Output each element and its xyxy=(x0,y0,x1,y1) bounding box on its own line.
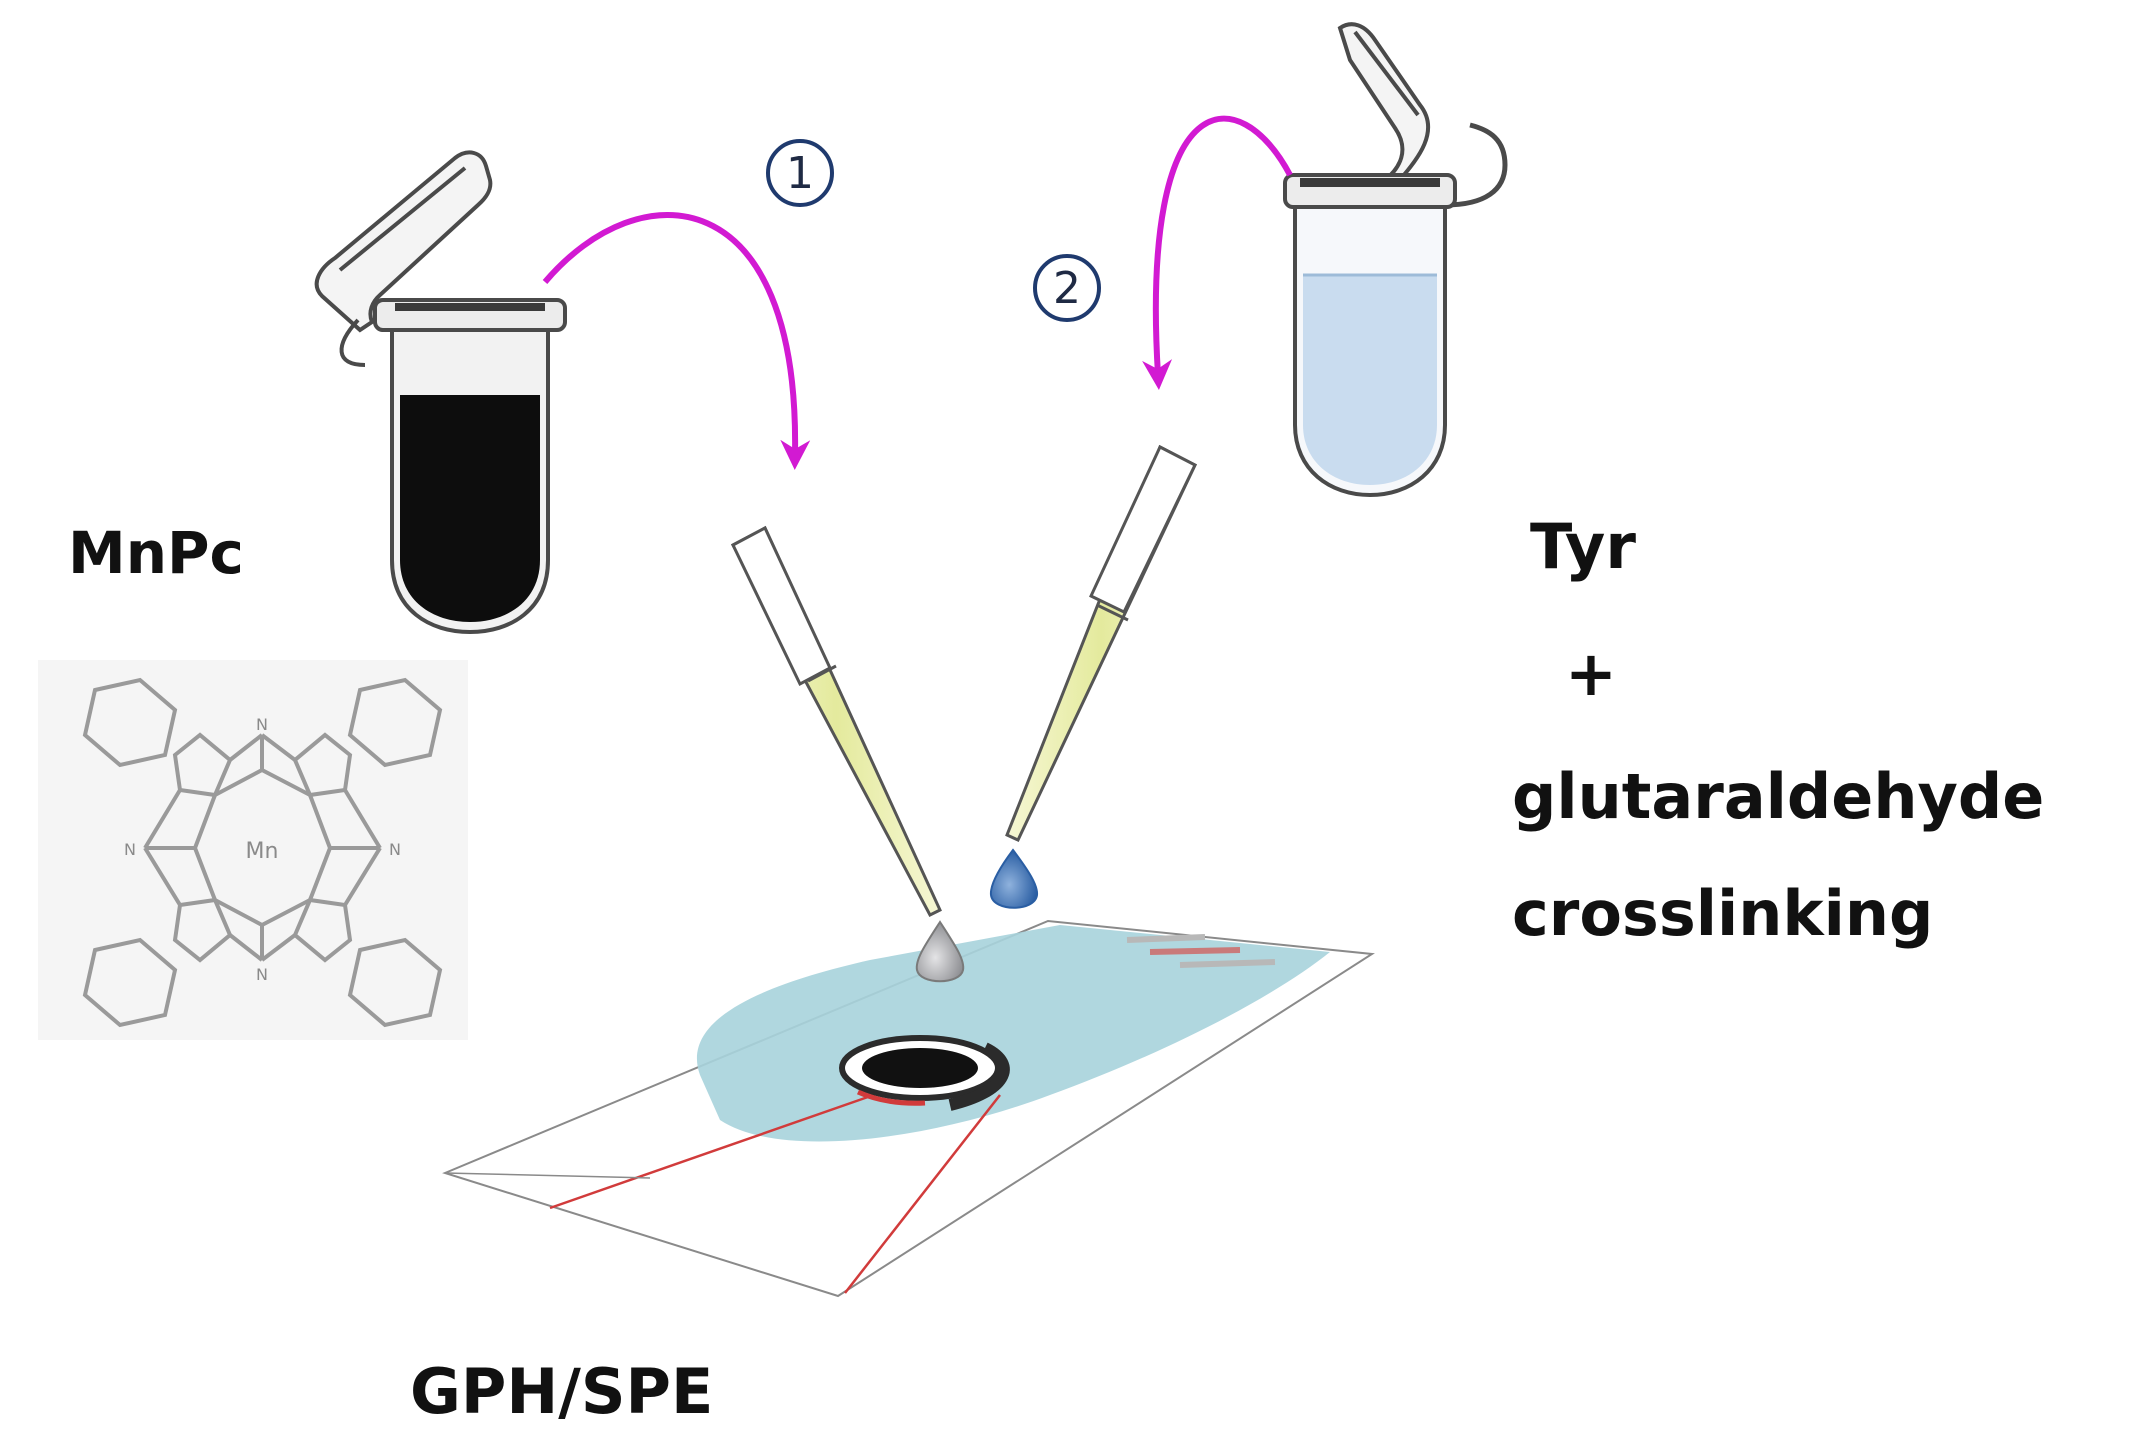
electrode-label: GPH/SPE xyxy=(410,1355,713,1428)
mnpc-liquid xyxy=(400,395,540,622)
tyr-label: Tyr xyxy=(1530,510,1636,583)
electrode-contact-pads xyxy=(1126,934,1276,968)
electrode-cells xyxy=(839,1035,1010,1111)
molecule-n-label: N xyxy=(124,840,136,859)
pipette-right xyxy=(989,444,1197,909)
step-marker-2: 2 xyxy=(1033,254,1101,322)
molecule-center-label: Mn xyxy=(246,839,279,864)
transfer-arrow-step2 xyxy=(1142,115,1293,390)
crosslinking-label: crosslinking xyxy=(1512,877,1933,950)
mnpc-tube-lid xyxy=(314,150,493,333)
electrode-leads xyxy=(444,1088,1001,1294)
transfer-arrow-step1 xyxy=(542,212,811,470)
drop-grey xyxy=(915,920,965,983)
tyr-tube xyxy=(1283,22,1508,498)
step-marker-1: 1 xyxy=(766,139,834,207)
plus-label: + xyxy=(1565,637,1617,710)
molecule-n-label: N xyxy=(256,965,268,984)
glutaraldehyde-label: glutaraldehyde xyxy=(1512,760,2044,833)
pipette-left xyxy=(730,525,965,983)
molecule-n-label: N xyxy=(256,715,268,734)
screen-printed-electrode xyxy=(442,919,1375,1298)
tyr-liquid xyxy=(1303,275,1437,485)
mnpc-structure: Mn N N N N xyxy=(38,660,468,1040)
tyr-tube-lid xyxy=(1337,22,1431,188)
mnpc-tube xyxy=(314,150,567,635)
step-1-number: 1 xyxy=(786,148,814,199)
mnpc-label: MnPc xyxy=(68,519,244,587)
drop-blue xyxy=(989,848,1039,909)
molecule-n-label: N xyxy=(389,840,401,859)
step-2-number: 2 xyxy=(1053,263,1081,314)
